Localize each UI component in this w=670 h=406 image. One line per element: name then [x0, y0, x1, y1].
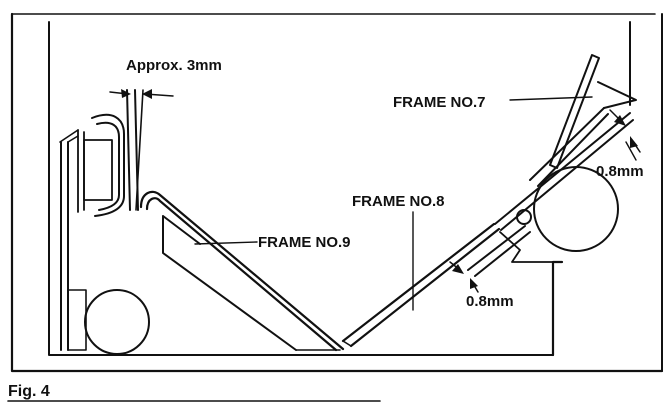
- clearance-lower-label: 0.8mm: [466, 293, 514, 310]
- frame-9-label: FRAME NO.9: [258, 234, 351, 251]
- outer-border: [10, 12, 664, 373]
- clearance-upper-label: 0.8mm: [596, 163, 644, 180]
- frame-9: [139, 190, 345, 352]
- upper-clearance-arrows: [609, 109, 641, 153]
- right-assembly: [494, 54, 637, 357]
- gap-dimension-arrows: [109, 89, 174, 99]
- vertical-plate: [126, 89, 144, 211]
- left-roller: [84, 289, 150, 355]
- frame-8-label: FRAME NO.8: [352, 193, 445, 210]
- right-roller: [533, 166, 619, 252]
- left-bracket-assembly: [59, 113, 150, 355]
- frame-7-label: FRAME NO.7: [393, 94, 486, 111]
- gap-approx-label: Approx. 3mm: [126, 57, 222, 74]
- frame-8: [341, 222, 531, 348]
- chassis-walls: [48, 21, 631, 356]
- leader-lines: [194, 96, 637, 311]
- lower-clearance-arrows: [449, 261, 479, 293]
- figure-caption: Fig. 4: [8, 383, 50, 400]
